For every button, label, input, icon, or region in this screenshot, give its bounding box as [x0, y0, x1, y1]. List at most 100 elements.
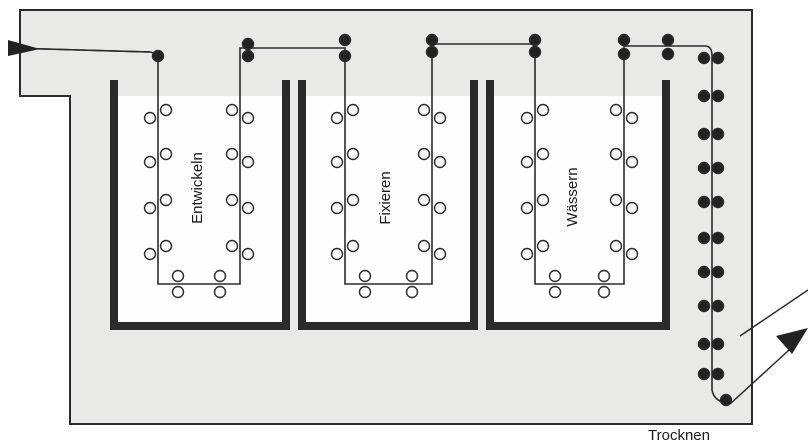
- roller: [225, 193, 239, 207]
- dryer-roller: [697, 299, 711, 313]
- roller: [417, 147, 431, 161]
- roller: [433, 247, 447, 261]
- roller: [520, 247, 534, 261]
- roller: [346, 193, 360, 207]
- roller: [609, 193, 623, 207]
- roller: [405, 285, 419, 299]
- dryer-roller: [697, 231, 711, 245]
- roller: [143, 155, 157, 169]
- dryer-roller: [697, 367, 711, 381]
- dryer-label: Trocknen: [648, 427, 710, 444]
- roller: [520, 111, 534, 125]
- roller: [548, 285, 562, 299]
- roller: [597, 285, 611, 299]
- roller: [520, 201, 534, 215]
- transfer-roller: [425, 33, 439, 47]
- rollers-layer: [143, 33, 733, 407]
- roller: [625, 201, 639, 215]
- roller: [536, 147, 550, 161]
- roller: [625, 111, 639, 125]
- roller: [433, 111, 447, 125]
- roller: [433, 201, 447, 215]
- dryer-roller: [697, 195, 711, 209]
- roller: [536, 193, 550, 207]
- roller: [241, 111, 255, 125]
- roller: [171, 269, 185, 283]
- roller: [536, 103, 550, 117]
- transfer-roller: [338, 33, 352, 47]
- roller: [241, 201, 255, 215]
- roller: [609, 103, 623, 117]
- transfer-roller: [241, 37, 255, 51]
- roller: [225, 103, 239, 117]
- dryer-roller: [697, 337, 711, 351]
- tank-label-wash: Wässern: [564, 167, 581, 226]
- dryer-roller: [711, 127, 725, 141]
- roller: [159, 103, 173, 117]
- roller: [159, 239, 173, 253]
- dryer-roller: [711, 337, 725, 351]
- dryer-roller: [711, 51, 725, 65]
- roller: [330, 155, 344, 169]
- roller: [346, 147, 360, 161]
- roller: [625, 155, 639, 169]
- roller: [536, 239, 550, 253]
- roller: [330, 201, 344, 215]
- transfer-roller: [528, 45, 542, 59]
- roller: [405, 269, 419, 283]
- dryer-roller: [697, 89, 711, 103]
- tanks-layer: [110, 80, 670, 330]
- transfer-roller: [661, 47, 675, 61]
- roller: [171, 285, 185, 299]
- tank-label-fix: Fixieren: [377, 171, 394, 224]
- roller: [213, 269, 227, 283]
- transfer-roller: [528, 33, 542, 47]
- tank-label-develop: Entwickeln: [189, 152, 206, 224]
- dryer-roller: [711, 89, 725, 103]
- roller: [143, 247, 157, 261]
- dryer-roller: [711, 195, 725, 209]
- roller: [625, 247, 639, 261]
- roller: [346, 239, 360, 253]
- dryer-roller: [697, 161, 711, 175]
- roller: [417, 239, 431, 253]
- roller: [225, 239, 239, 253]
- dryer-roller: [697, 127, 711, 141]
- roller: [520, 155, 534, 169]
- roller: [417, 193, 431, 207]
- roller: [159, 193, 173, 207]
- roller: [358, 269, 372, 283]
- roller: [143, 201, 157, 215]
- roller: [358, 285, 372, 299]
- dryer-roller: [711, 161, 725, 175]
- dryer-roller: [697, 51, 711, 65]
- dryer-roller: [697, 265, 711, 279]
- roller: [346, 103, 360, 117]
- roller: [225, 147, 239, 161]
- film-inlet-arrow-icon: [8, 40, 151, 56]
- roller: [330, 247, 344, 261]
- dryer-roller: [711, 367, 725, 381]
- roller: [143, 111, 157, 125]
- transfer-roller: [338, 49, 352, 63]
- roller: [433, 155, 447, 169]
- film-outlet-arrow-icon: [729, 289, 808, 405]
- transfer-roller: [617, 47, 631, 61]
- transfer-roller: [241, 49, 255, 63]
- transfer-roller: [661, 33, 675, 47]
- dryer-roller: [719, 393, 733, 407]
- dryer-roller: [711, 299, 725, 313]
- roller: [159, 147, 173, 161]
- roller: [213, 285, 227, 299]
- roller: [548, 269, 562, 283]
- transfer-roller: [151, 49, 165, 63]
- roller: [330, 111, 344, 125]
- roller: [241, 155, 255, 169]
- roller: [597, 269, 611, 283]
- roller: [241, 247, 255, 261]
- roller: [609, 239, 623, 253]
- dryer-roller: [711, 265, 725, 279]
- roller: [609, 147, 623, 161]
- dryer-roller: [711, 231, 725, 245]
